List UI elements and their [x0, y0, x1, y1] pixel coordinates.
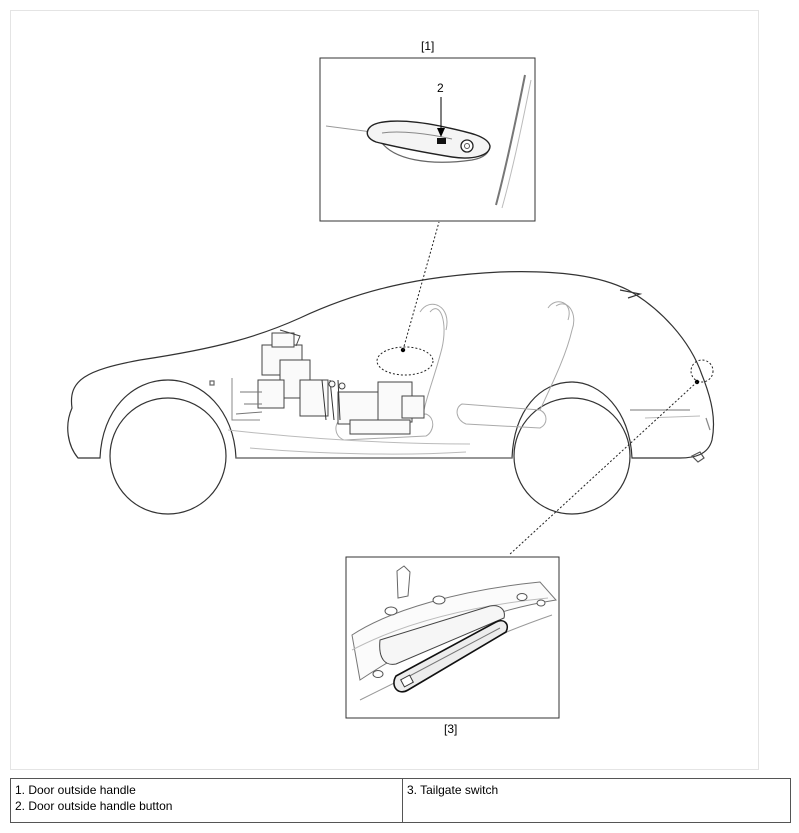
car-outline [67, 271, 715, 515]
legend-cell-right: 3. Tailgate switch [402, 778, 791, 823]
legend-item-door-outside-handle: 1. Door outside handle [15, 783, 136, 797]
handle-button-mark [437, 138, 446, 144]
locator-marks [376, 221, 714, 556]
inset-3-label: [3] [444, 722, 458, 736]
legend-cell-left: 1. Door outside handle 2. Door outside h… [10, 778, 403, 823]
legend-row: 1. Door outside handle 2. Door outside h… [10, 778, 791, 823]
figure-frame [10, 10, 759, 770]
inset-tailgate-switch [345, 556, 560, 719]
inset-1-label: [1] [421, 39, 435, 53]
legend-table: 1. Door outside handle 2. Door outside h… [10, 778, 791, 823]
legend-item-tailgate-switch: 3. Tailgate switch [407, 783, 499, 797]
legend-item-door-outside-handle-button: 2. Door outside handle button [15, 799, 173, 813]
car-interior [227, 301, 701, 455]
inset-1-item-number: 2 [437, 81, 444, 95]
wiring-harness [235, 329, 425, 435]
inset-door-handle [319, 57, 536, 222]
